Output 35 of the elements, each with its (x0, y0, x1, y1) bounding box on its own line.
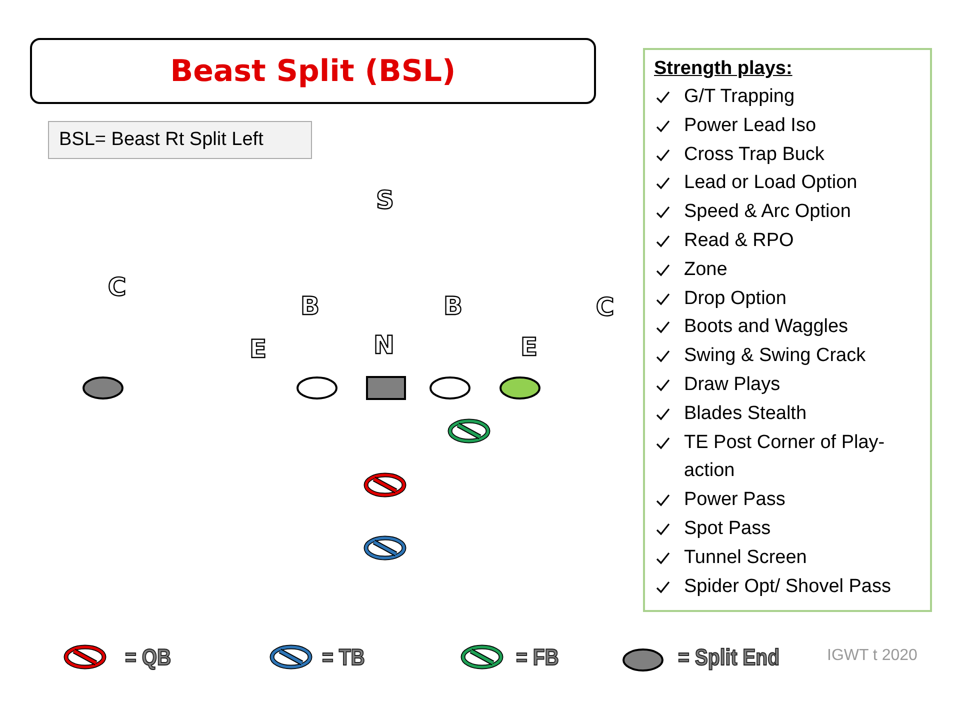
legend-text: = QB (125, 644, 172, 671)
play-item: Zone (684, 258, 728, 280)
defender-letter: E (520, 332, 538, 362)
play-item: Blades Stealth (684, 402, 807, 424)
play-item: G/T Trapping (684, 86, 795, 107)
play-item: Boots and Waggles (684, 316, 848, 338)
defender-letter: C (596, 292, 614, 322)
legend-text: = Split End (678, 644, 780, 671)
play-item: Drop Option (684, 288, 786, 309)
panel-heading: Strength plays: (654, 58, 794, 80)
credit-text: IGWT t 2020 (827, 647, 918, 665)
play-item: Read & RPO (684, 230, 794, 251)
play-item: Power Pass (684, 489, 786, 510)
defender-letter: S (376, 186, 394, 214)
play-item: TE Post Corner of Play-action (684, 432, 885, 482)
defender-letter: E (249, 334, 267, 364)
plays-panel (643, 48, 932, 612)
play-item: Spider Opt/ Shovel Pass (684, 576, 891, 597)
defender-letter: B (300, 292, 320, 320)
defender-letter: C (108, 272, 126, 302)
play-item: Spot Pass (684, 518, 771, 539)
defender-letter: N (374, 330, 394, 360)
legend-text: = TB (322, 644, 365, 671)
note-box (48, 121, 312, 159)
play-item: Speed & Arc Option (684, 201, 851, 222)
play-item: Draw Plays (684, 374, 780, 395)
legend-text: = FB (516, 644, 559, 671)
play-item: Swing & Swing Crack (684, 345, 866, 366)
play-item: Cross Trap Buck (684, 144, 824, 165)
play-item: Power Lead Iso (684, 114, 816, 136)
defender-letter: B (443, 292, 463, 320)
note-text: BSL= Beast Rt Split Left (59, 129, 264, 151)
title: Beast Split (BSL) (170, 54, 456, 88)
play-item: Lead or Load Option (684, 172, 858, 194)
play-item: Tunnel Screen (684, 546, 807, 568)
